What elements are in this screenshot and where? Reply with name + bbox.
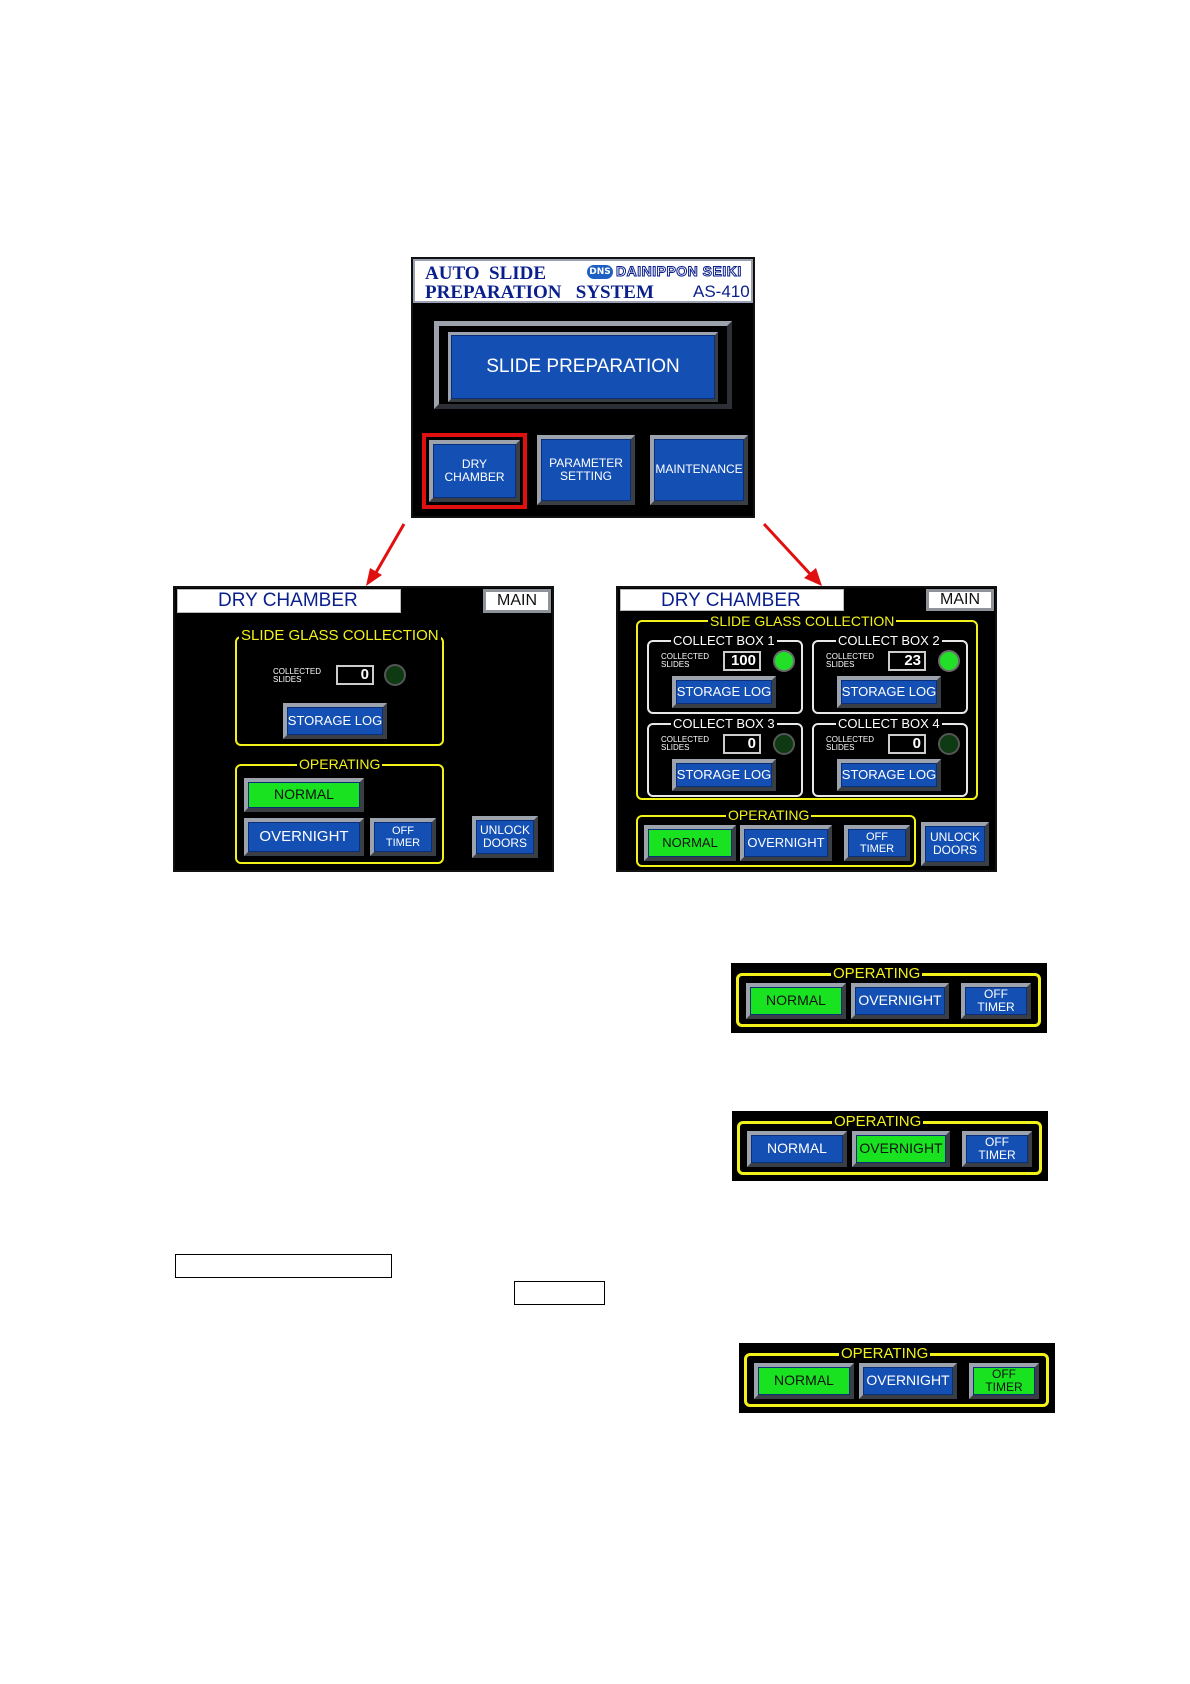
box-status-lamp — [773, 733, 795, 755]
box-status-lamp — [938, 733, 960, 755]
collected-slides-counter: 100 — [723, 651, 761, 671]
arrow-to-single-chamber — [366, 523, 406, 586]
collect-box-title: COLLECT BOX 1 — [671, 633, 777, 648]
collect-box-title: COLLECT BOX 3 — [671, 716, 777, 731]
operating-example-overnight: OPERATING NORMAL OVERNIGHT OFF TIMER — [732, 1111, 1048, 1181]
parameter-setting-button[interactable]: PARAMETER SETTING — [537, 435, 635, 505]
unlock-doors-button[interactable]: UNLOCK DOORS — [472, 816, 538, 858]
storage-log-button[interactable]: STORAGE LOG — [837, 759, 941, 791]
overnight-mode-button[interactable]: OVERNIGHT — [740, 825, 832, 861]
slide-glass-collection-title: SLIDE GLASS COLLECTION — [239, 627, 441, 644]
collected-slides-label: COLLECTED SLIDES — [273, 667, 322, 684]
operating-frame: OPERATING NORMAL OVERNIGHT OFF TIMER — [736, 966, 1041, 1027]
brand-name: DAINIPPON SEIKI — [616, 263, 742, 280]
operating-title: OPERATING — [832, 1113, 924, 1130]
off-timer-button[interactable]: OFF TIMER — [844, 825, 910, 861]
collected-slides-counter: 0 — [888, 734, 926, 754]
operating-frame: OPERATING NORMAL OVERNIGHT OFF TIMER — [744, 1346, 1049, 1407]
unlock-doors-button[interactable]: UNLOCK DOORS — [921, 822, 989, 866]
arrow-to-multi-chamber — [762, 522, 822, 586]
overnight-mode-button[interactable]: OVERNIGHT — [859, 1363, 957, 1399]
operating-title: OPERATING — [297, 756, 383, 772]
off-timer-button[interactable]: OFF TIMER — [370, 818, 436, 856]
slide-preparation-button[interactable]: SLIDE PREPARATION — [448, 332, 718, 402]
normal-mode-button[interactable]: NORMAL — [754, 1363, 854, 1399]
model-number: AS-410 — [693, 282, 750, 301]
title-bar: AUTO SLIDE PREPARATION SYSTEM DNS DAINIP… — [413, 259, 753, 303]
overnight-mode-button[interactable]: OVERNIGHT — [852, 1131, 950, 1167]
collected-slides-label: COLLECTED SLIDES — [661, 735, 710, 752]
off-timer-button[interactable]: OFF TIMER — [962, 1131, 1032, 1167]
collected-slides-label: COLLECTED SLIDES — [826, 735, 875, 752]
normal-mode-button[interactable]: NORMAL — [244, 778, 364, 812]
operating-title: OPERATING — [839, 1345, 931, 1362]
collected-slides-counter: 23 — [888, 651, 926, 671]
box-status-lamp — [773, 650, 795, 672]
operating-example-normal: OPERATING NORMAL OVERNIGHT OFF TIMER — [731, 963, 1047, 1033]
normal-mode-button[interactable]: NORMAL — [747, 1131, 847, 1167]
collected-slides-label: COLLECTED SLIDES — [826, 652, 875, 669]
dry-chamber-button[interactable]: DRY CHAMBER — [429, 440, 520, 502]
collected-slides-counter: 0 — [723, 734, 761, 754]
box-status-lamp — [938, 650, 960, 672]
normal-mode-button[interactable]: NORMAL — [644, 825, 736, 861]
brand-badge: DNS — [587, 265, 613, 279]
collect-box-title: COLLECT BOX 2 — [836, 633, 942, 648]
collect-box-2: COLLECT BOX 2 COLLECTED SLIDES 23 STORAG… — [812, 634, 968, 714]
overnight-mode-button[interactable]: OVERNIGHT — [851, 983, 949, 1019]
blank-label-box — [175, 1254, 392, 1278]
dry-chamber-title: DRY CHAMBER — [177, 589, 401, 613]
normal-mode-button[interactable]: NORMAL — [746, 983, 846, 1019]
blank-label-box — [514, 1281, 605, 1305]
system-title-line1: AUTO SLIDE — [425, 263, 547, 284]
collection-status-lamp — [384, 664, 406, 686]
slide-glass-collection-frame: SLIDE GLASS COLLECTION COLLECTED SLIDES … — [235, 628, 444, 746]
dry-chamber-title: DRY CHAMBER — [620, 589, 844, 611]
operating-title: OPERATING — [726, 807, 812, 823]
dry-chamber-highlight — [422, 433, 527, 509]
system-title-line2: PREPARATION SYSTEM — [425, 282, 654, 303]
main-button[interactable]: MAIN — [483, 589, 551, 613]
collect-box-4: COLLECT BOX 4 COLLECTED SLIDES 0 STORAGE… — [812, 717, 968, 797]
main-menu-screen: AUTO SLIDE PREPARATION SYSTEM DNS DAINIP… — [411, 257, 755, 518]
storage-log-button[interactable]: STORAGE LOG — [672, 759, 776, 791]
collected-slides-label: COLLECTED SLIDES — [661, 652, 710, 669]
slide-glass-collection-title: SLIDE GLASS COLLECTION — [708, 613, 897, 629]
operating-example-normal-off-timer: OPERATING NORMAL OVERNIGHT OFF TIMER — [739, 1343, 1055, 1413]
operating-frame: OPERATING NORMAL OVERNIGHT OFF TIMER — [737, 1114, 1042, 1175]
collected-slides-counter: 0 — [336, 665, 374, 685]
operating-frame: OPERATING NORMAL OVERNIGHT OFF TIMER — [636, 808, 916, 867]
storage-log-button[interactable]: STORAGE LOG — [837, 676, 941, 708]
operating-frame: OPERATING NORMAL OVERNIGHT OFF TIMER — [235, 757, 444, 864]
dry-chamber-multi-screen: DRY CHAMBER MAIN SLIDE GLASS COLLECTION … — [616, 586, 997, 872]
collect-box-3: COLLECT BOX 3 COLLECTED SLIDES 0 STORAGE… — [647, 717, 803, 797]
storage-log-button[interactable]: STORAGE LOG — [283, 703, 387, 739]
overnight-mode-button[interactable]: OVERNIGHT — [244, 818, 364, 856]
collect-box-1: COLLECT BOX 1 COLLECTED SLIDES 100 STORA… — [647, 634, 803, 714]
maintenance-button[interactable]: MAINTENANCE — [650, 435, 748, 505]
main-button[interactable]: MAIN — [926, 589, 994, 611]
dry-chamber-single-screen: DRY CHAMBER MAIN SLIDE GLASS COLLECTION … — [173, 586, 554, 872]
off-timer-button[interactable]: OFF TIMER — [961, 983, 1031, 1019]
collect-box-title: COLLECT BOX 4 — [836, 716, 942, 731]
operating-title: OPERATING — [831, 965, 923, 982]
storage-log-button[interactable]: STORAGE LOG — [672, 676, 776, 708]
off-timer-button[interactable]: OFF TIMER — [969, 1363, 1039, 1399]
slide-glass-collection-frame: SLIDE GLASS COLLECTION COLLECT BOX 1 COL… — [636, 614, 978, 800]
